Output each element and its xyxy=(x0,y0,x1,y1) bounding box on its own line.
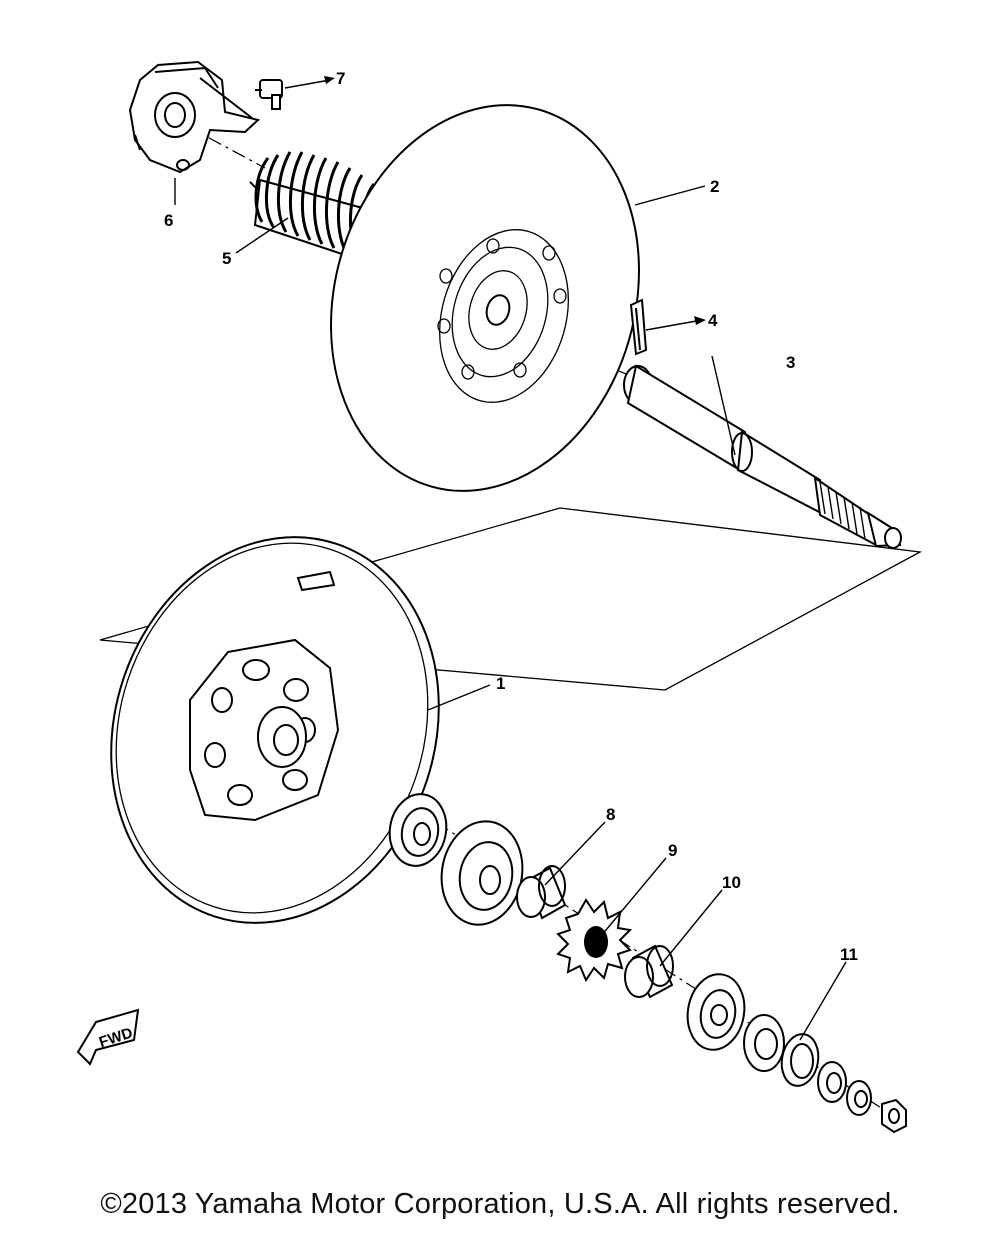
leader-lines xyxy=(174,79,847,1041)
part-10-collar xyxy=(624,944,674,999)
exploded-parts-diagram: FWD 1 2 3 4 5 6 7 8 9 10 11 xyxy=(76,60,923,1134)
callout-7-arrow xyxy=(324,76,335,84)
callout-7: 7 xyxy=(336,69,345,88)
fwd-arrow: FWD xyxy=(76,1008,140,1066)
part-1-fixed-sheave xyxy=(110,536,440,924)
part-5-spring xyxy=(249,151,382,257)
copyright-notice: ©2013 Yamaha Motor Corporation, U.S.A. A… xyxy=(100,1188,900,1220)
part-3-shaft xyxy=(623,364,902,549)
part-4-key xyxy=(629,298,648,356)
washer-3 xyxy=(846,1080,872,1116)
bearing-right xyxy=(686,973,746,1051)
callout-6: 6 xyxy=(164,211,173,230)
callout-labels: 1 2 3 4 5 6 7 8 9 10 11 xyxy=(164,69,858,964)
washer-1 xyxy=(743,1014,785,1072)
callout-5: 5 xyxy=(222,249,231,268)
callout-9: 9 xyxy=(668,841,677,860)
nut xyxy=(881,1098,907,1134)
bearing-outer xyxy=(440,820,524,926)
callout-11: 11 xyxy=(840,945,858,964)
hub-holes xyxy=(204,659,316,806)
callout-10: 10 xyxy=(722,873,741,892)
part-2-movable-sheave xyxy=(330,104,640,492)
part-7-fitting xyxy=(255,79,283,110)
bearing-inner xyxy=(388,793,448,867)
part-9-sprocket xyxy=(556,898,633,983)
callout-2: 2 xyxy=(710,177,719,196)
callout-4-arrow xyxy=(694,316,706,325)
callout-8: 8 xyxy=(606,805,615,824)
part-6-bracket xyxy=(128,60,261,174)
sheave-bolt-holes xyxy=(437,238,567,380)
callout-1: 1 xyxy=(496,674,505,693)
part-11-ring xyxy=(780,1033,820,1087)
callout-3: 3 xyxy=(786,353,795,372)
washer-2 xyxy=(817,1061,847,1103)
reference-plane xyxy=(99,507,923,691)
part-8-collar xyxy=(516,865,567,920)
callout-4: 4 xyxy=(708,311,718,330)
